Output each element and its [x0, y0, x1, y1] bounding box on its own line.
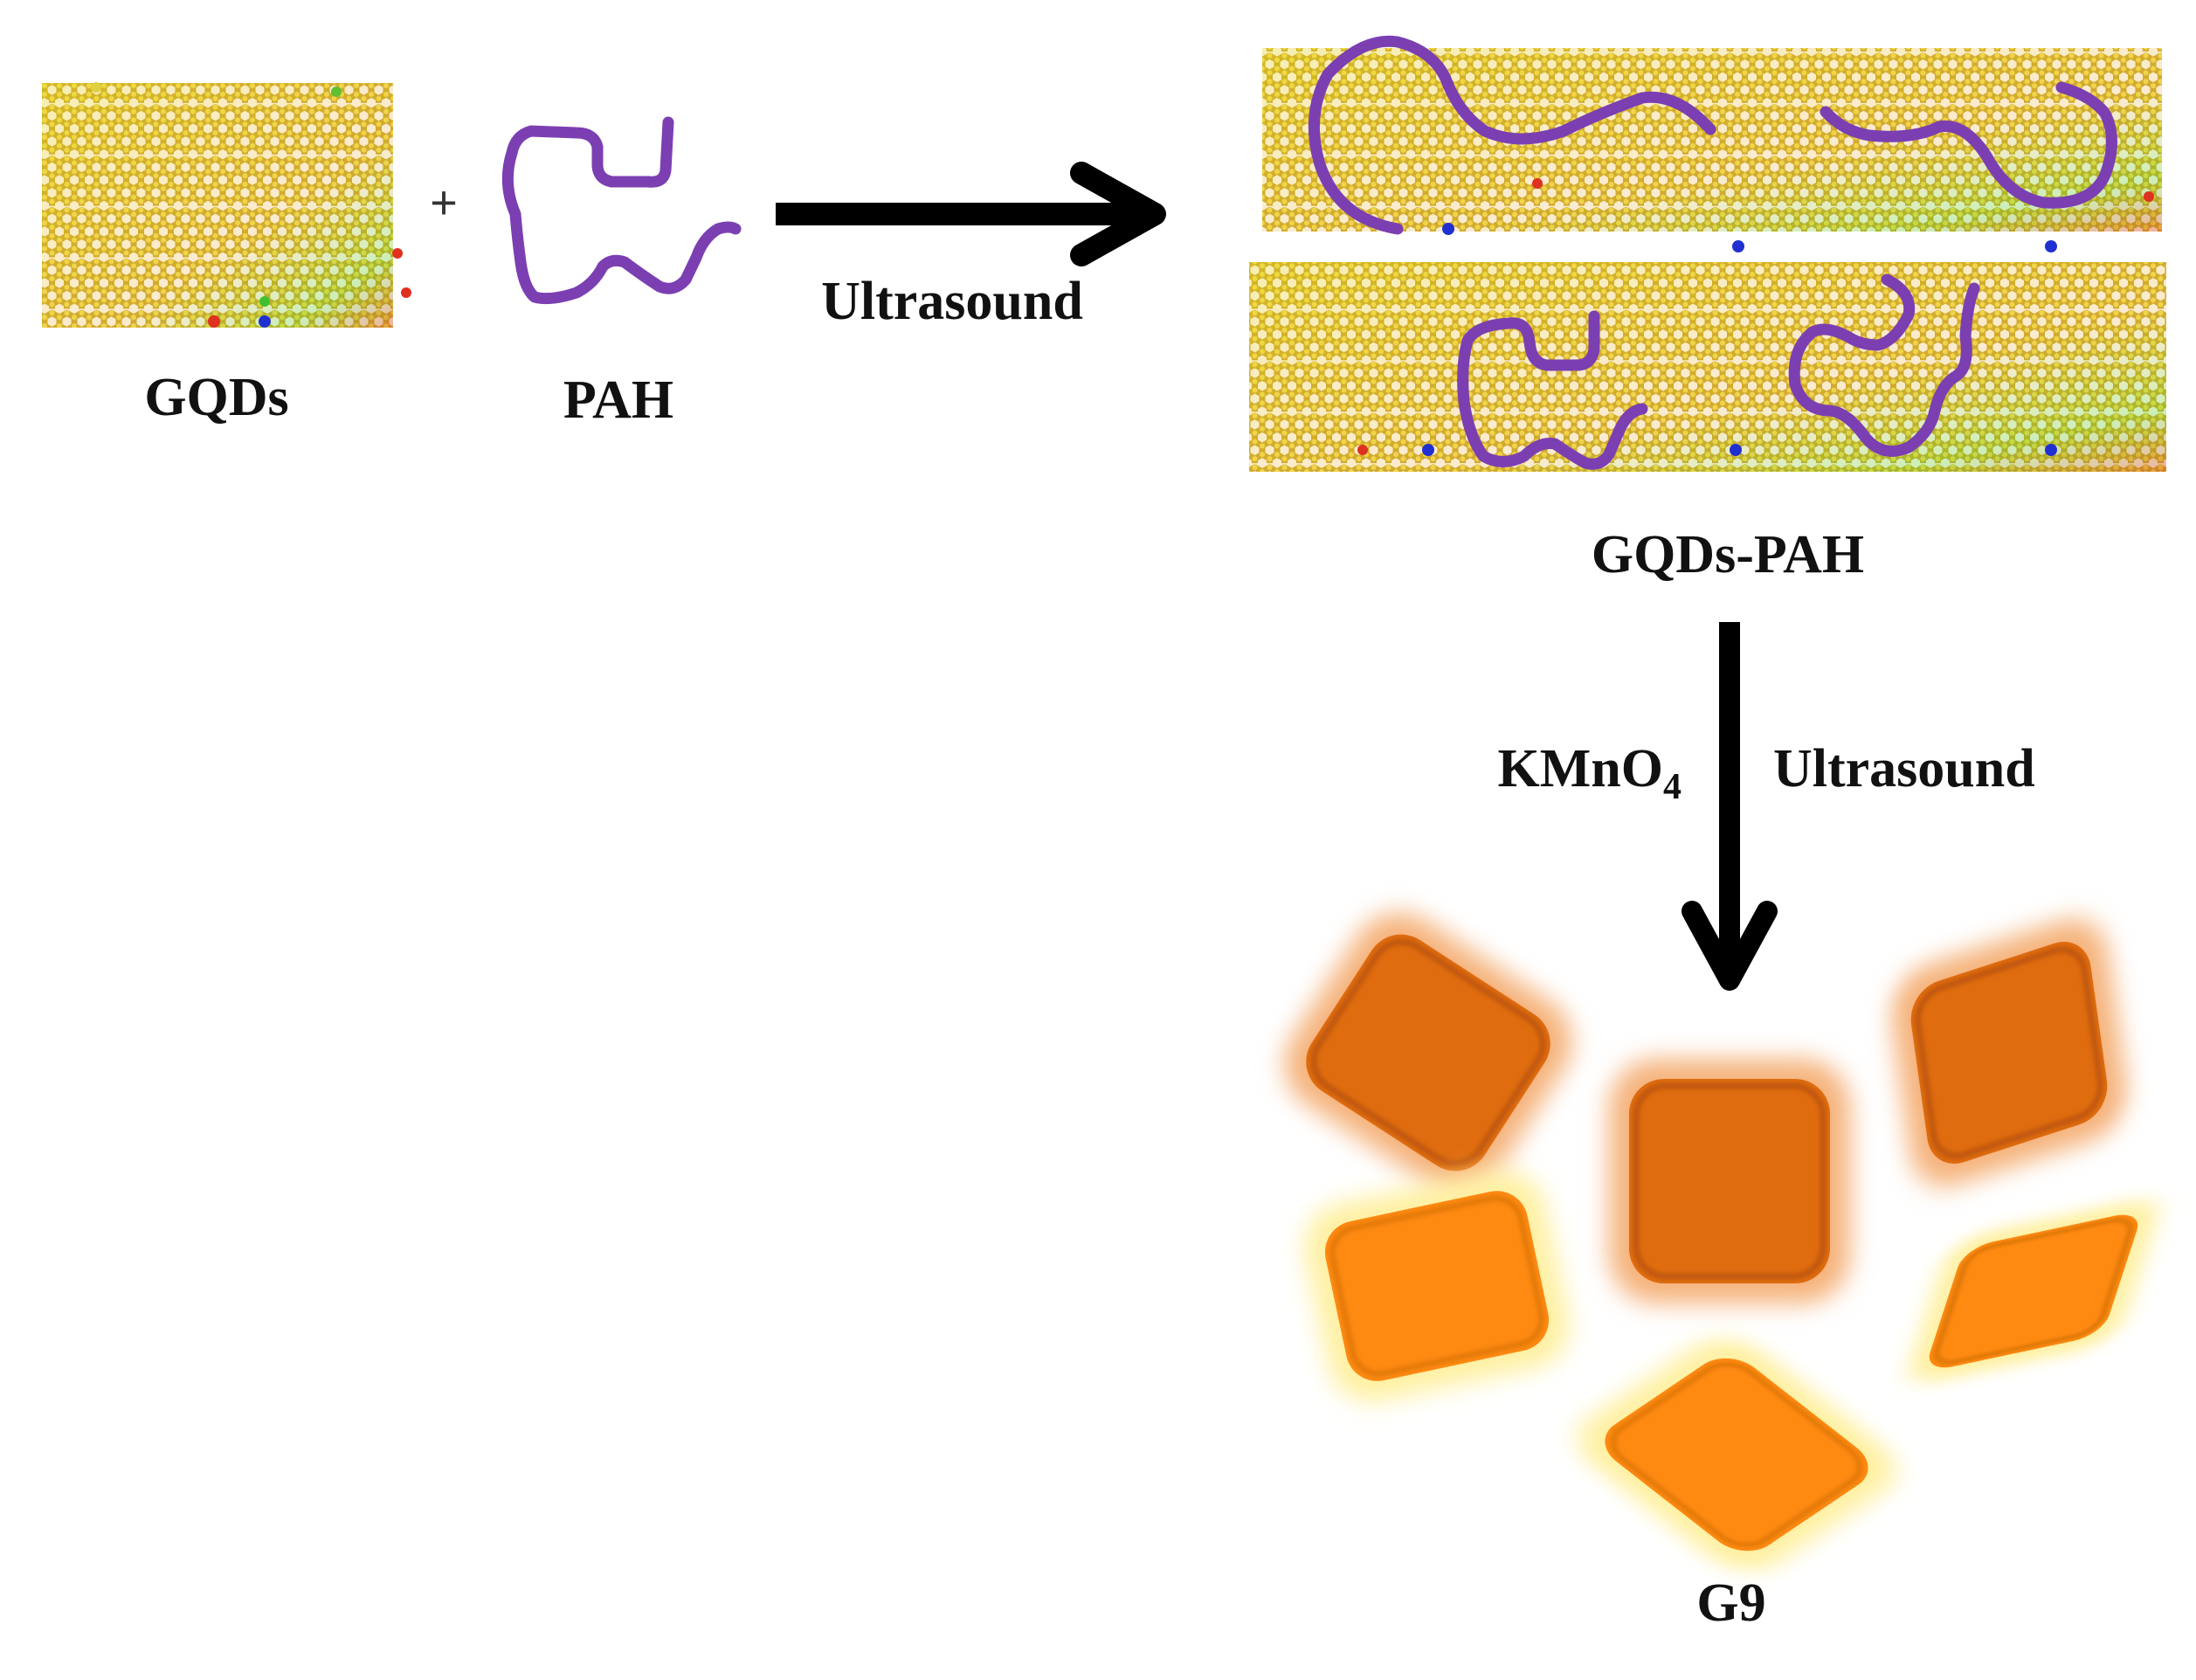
g9-label: G9	[1696, 1573, 1765, 1633]
g9-nanocrystals-icon	[1284, 912, 2158, 1570]
gqds-pah-composite-icon	[1249, 35, 2166, 472]
gqds-label: GQDs	[144, 368, 288, 427]
gqds-lattice-icon	[42, 82, 411, 328]
ultrasound-label-1: Ultrasound	[821, 272, 1083, 331]
down-arrow-icon	[1682, 622, 1778, 991]
kmno4-label: KMnO4	[1498, 739, 1682, 807]
right-arrow-icon	[776, 162, 1166, 266]
plus-sign: +	[430, 176, 458, 229]
gqds-pah-label: GQDs-PAH	[1592, 525, 1864, 584]
ultrasound-label-2: Ultrasound	[1773, 739, 2035, 799]
pah-polymer-icon	[501, 116, 742, 305]
pah-label: PAH	[563, 370, 673, 430]
